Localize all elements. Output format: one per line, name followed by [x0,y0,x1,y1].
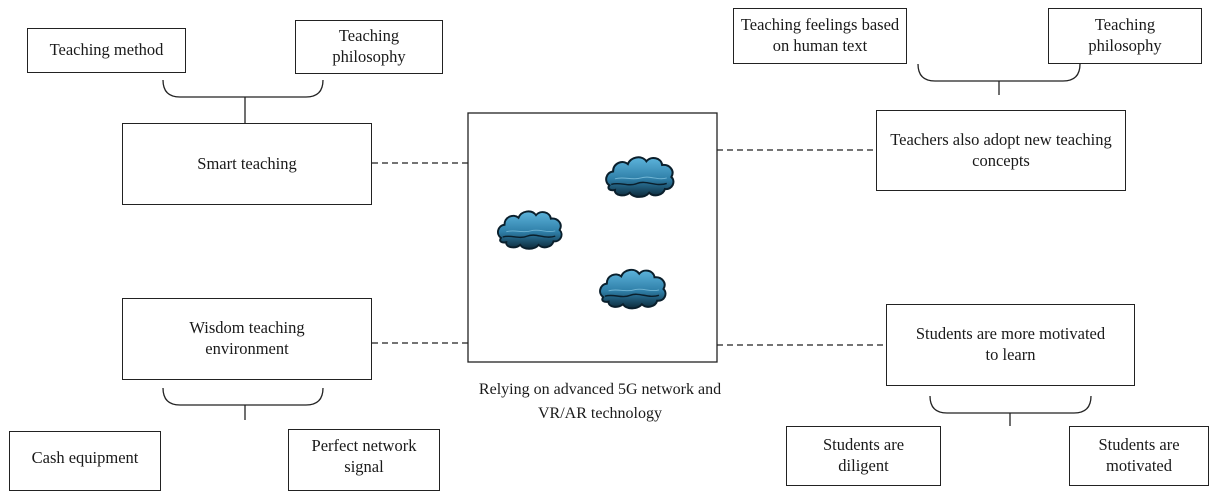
cash-equipment-label: Cash equipment [31,448,139,467]
wisdom-teaching-environment-box: Wisdom teaching environment [122,298,372,380]
cash-equipment-box: Cash equipment [9,431,161,491]
teaching-philosophy-box-right: Teaching philosophy [1048,8,1202,64]
teaching-method-box: Teaching method [27,28,186,73]
wisdom-teaching-environment-label: Wisdom teaching environment [189,318,305,358]
teachers-new-concepts-box: Teachers also adopt new teaching concept… [876,110,1126,191]
teaching-philosophy-label-right: Teaching philosophy [1088,15,1162,55]
teaching-feelings-box: Teaching feelings based on human text [733,8,907,64]
center-caption: Relying on advanced 5G network and VR/AR… [440,378,760,426]
teaching-feelings-label: Teaching feelings based on human text [740,15,900,55]
students-motivated-learn-box: Students are more motivated to learn [886,304,1135,386]
perfect-network-signal-label: Perfect network signal [311,436,417,476]
smart-teaching-label: Smart teaching [197,153,297,173]
teaching-method-label: Teaching method [49,40,164,60]
smart-teaching-box: Smart teaching [122,123,372,205]
students-motivated-learn-label: Students are more motivated to learn [915,324,1106,364]
students-diligent-label: Students are diligent [822,435,905,475]
students-diligent-box: Students are diligent [786,426,941,486]
teachers-new-concepts-label: Teachers also adopt new teaching concept… [890,129,1112,170]
students-motivated-label: Students are motivated [1098,435,1180,475]
teaching-philosophy-box-left: Teaching philosophy [295,20,443,74]
teaching-philosophy-label-left: Teaching philosophy [332,26,406,66]
perfect-network-signal-box: Perfect network signal [288,429,440,491]
students-motivated-box: Students are motivated [1069,426,1209,486]
center-caption-text: Relying on advanced 5G network and VR/AR… [478,381,722,422]
